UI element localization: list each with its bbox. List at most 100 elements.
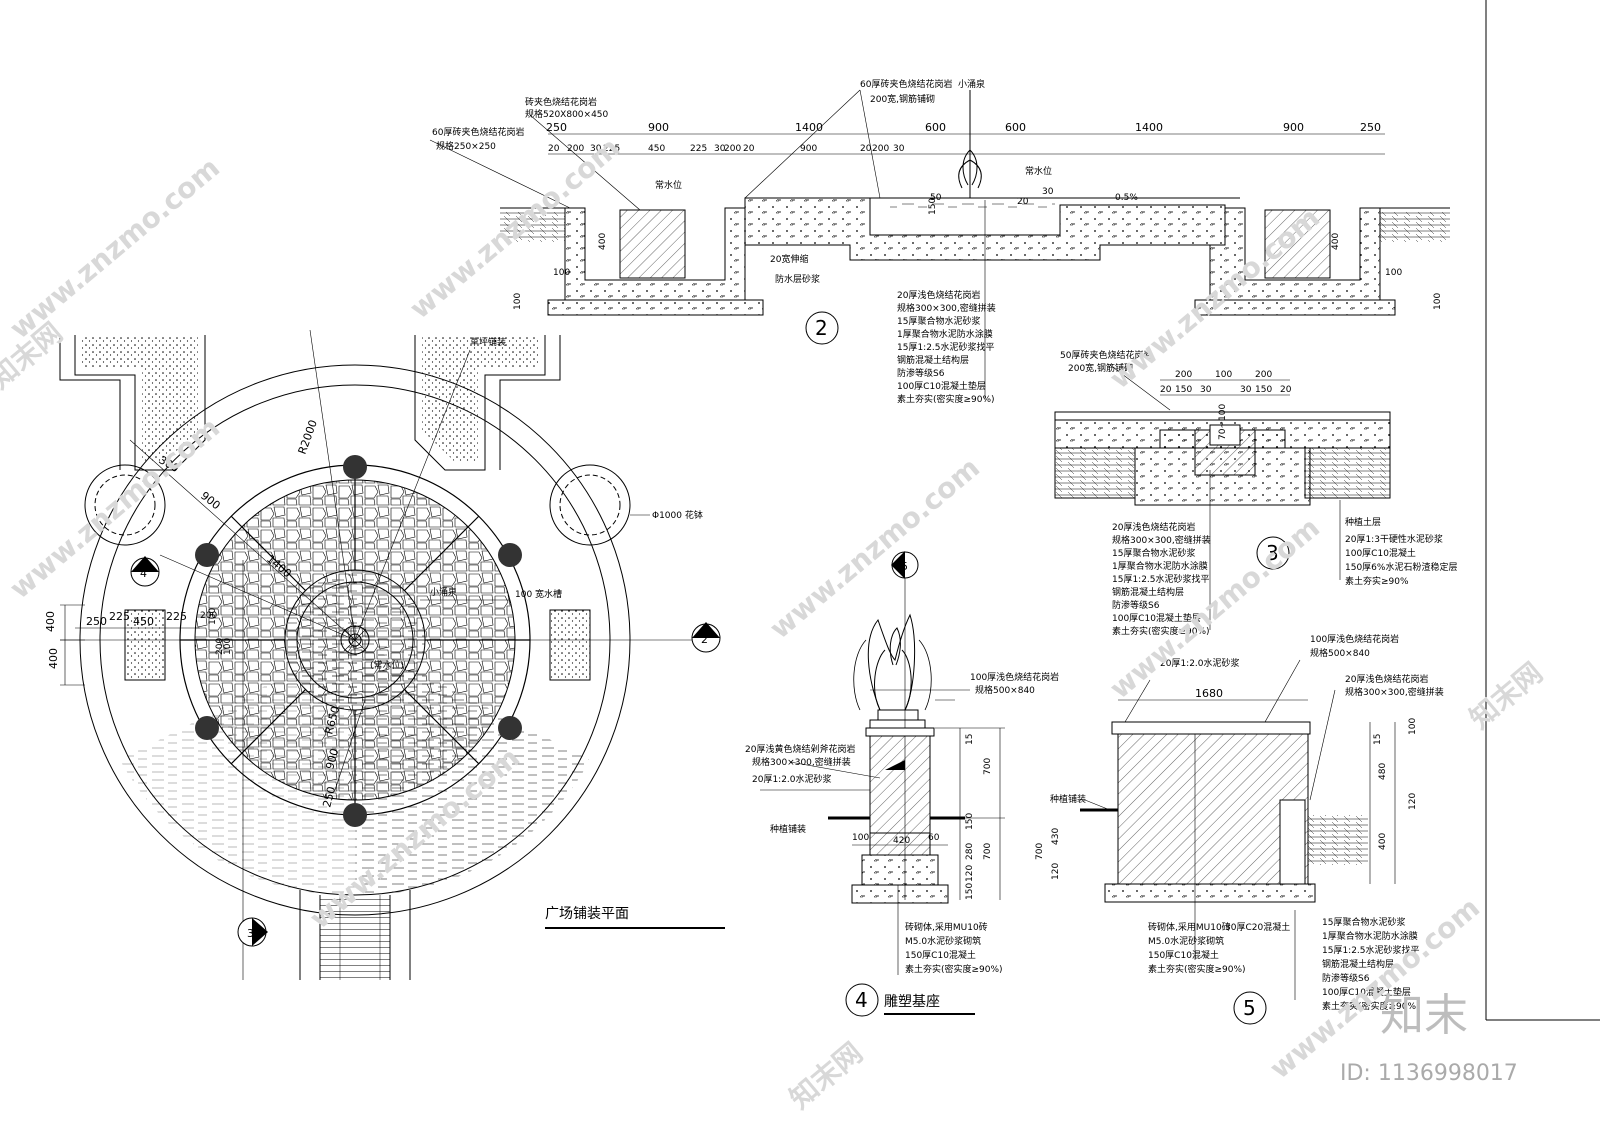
svg-text:30: 30 <box>1240 385 1252 395</box>
svg-text:600: 600 <box>1005 121 1026 134</box>
section-3: 50厚砖夹色烧结花岗岩 200宽,钢筋铺砌 200 100 200 20 150… <box>1054 349 1457 637</box>
svg-text:20: 20 <box>1017 197 1029 207</box>
svg-text:100厚浅色烧结花岗岩: 100厚浅色烧结花岗岩 <box>970 671 1059 683</box>
svg-text:600: 600 <box>925 121 946 134</box>
svg-text:(常水位): (常水位) <box>370 659 404 671</box>
svg-text:200: 200 <box>215 638 225 655</box>
svg-text:种植铺装: 种植铺装 <box>770 823 806 835</box>
section-4: 5 100厚浅色烧结花岗岩 规格500×840 20厚浅黄色烧结剁斧花岗岩 规格… <box>745 551 1061 1017</box>
svg-text:2: 2 <box>701 633 708 646</box>
svg-text:225: 225 <box>109 610 130 623</box>
section2-fountain-icon <box>958 90 982 198</box>
section-marker-3: 3 <box>237 917 268 947</box>
svg-text:20: 20 <box>1160 385 1172 395</box>
svg-text:钢筋混凝土结构层: 钢筋混凝土结构层 <box>897 354 969 366</box>
paving-plan: 4 2 3 400 400 250 225 450 225 200 100 20… <box>44 329 725 980</box>
svg-text:种植铺装: 种植铺装 <box>1050 793 1086 805</box>
svg-text:100: 100 <box>1215 370 1232 380</box>
svg-text:30厚C20混凝土: 30厚C20混凝土 <box>1225 921 1290 933</box>
svg-text:www.znzmo.com: www.znzmo.com <box>3 151 226 345</box>
svg-text:250: 250 <box>546 121 567 134</box>
svg-text:种植土层: 种植土层 <box>1345 516 1381 528</box>
svg-text:规格250×250: 规格250×250 <box>436 140 496 152</box>
section-marker-5: 5 <box>891 551 919 579</box>
svg-text:100 宽水槽: 100 宽水槽 <box>515 588 562 600</box>
svg-text:防渗等级S6: 防渗等级S6 <box>1322 972 1370 984</box>
svg-text:250: 250 <box>1360 121 1381 134</box>
svg-text:规格520X800×450: 规格520X800×450 <box>525 108 609 120</box>
section2-right-basin <box>1209 207 1381 301</box>
svg-text:900: 900 <box>323 747 341 771</box>
svg-text:30: 30 <box>590 144 602 154</box>
section2-sub-dims: 20 200 30 225 450 225 30 200 20 900 20 2… <box>548 144 905 154</box>
svg-text:150: 150 <box>965 883 975 900</box>
section2-top-dims: 250 900 1400 600 600 1400 900 250 <box>546 121 1381 134</box>
svg-text:100: 100 <box>223 638 233 655</box>
svg-text:400: 400 <box>1331 233 1341 250</box>
svg-text:150厚C10混凝土: 150厚C10混凝土 <box>1148 949 1219 961</box>
svg-text:150: 150 <box>1255 385 1272 395</box>
svg-text:30: 30 <box>1042 187 1054 197</box>
svg-text:400: 400 <box>44 611 57 632</box>
svg-text:700: 700 <box>983 758 993 775</box>
section-5: 1680 100厚浅色烧结花岗岩 规格500×840 20厚1:2.0水泥砂浆 … <box>1050 633 1444 1025</box>
svg-text:225: 225 <box>166 610 187 623</box>
svg-text:900: 900 <box>648 121 669 134</box>
svg-text:900: 900 <box>198 489 223 512</box>
svg-text:M5.0水泥砂浆砌筑: M5.0水泥砂浆砌筑 <box>905 935 981 947</box>
plan-title: 广场铺装平面 <box>545 906 629 922</box>
svg-text:20: 20 <box>548 144 560 154</box>
svg-text:1厚聚合物水泥防水涂膜: 1厚聚合物水泥防水涂膜 <box>1322 930 1418 942</box>
svg-text:250: 250 <box>86 615 107 628</box>
plan-planter-left <box>74 335 206 471</box>
svg-text:3: 3 <box>247 927 254 940</box>
svg-text:60厚砖夹色烧结花岗岩: 60厚砖夹色烧结花岗岩 <box>860 78 952 90</box>
svg-text:www.znzmo.com: www.znzmo.com <box>763 451 986 645</box>
svg-text:素土夯实(密实度≥90%): 素土夯实(密实度≥90%) <box>897 393 995 405</box>
svg-text:100: 100 <box>1408 718 1418 735</box>
svg-text:草坪铺装: 草坪铺装 <box>470 336 506 348</box>
svg-text:420: 420 <box>893 836 910 846</box>
svg-text:防水层砂浆: 防水层砂浆 <box>775 273 820 285</box>
svg-text:15厚聚合物水泥砂浆: 15厚聚合物水泥砂浆 <box>897 315 980 327</box>
section5-layers-right: 15厚聚合物水泥砂浆 1厚聚合物水泥防水涂膜 15厚1:2.5水泥砂浆找平 钢筋… <box>1322 916 1420 1012</box>
svg-text:100厚C10混凝土垫层: 100厚C10混凝土垫层 <box>1322 986 1411 998</box>
svg-text:规格500×840: 规格500×840 <box>975 684 1035 696</box>
section3-dims: 200 100 200 20 150 30 30 150 20 <box>1160 370 1292 395</box>
svg-text:规格300×300,密缝拼装: 规格300×300,密缝拼装 <box>752 756 851 768</box>
svg-text:规格300×300,密缝拼装: 规格300×300,密缝拼装 <box>1345 686 1444 698</box>
image-id: ID: 1136998017 <box>1340 1061 1518 1086</box>
section-marker-2: 2 <box>691 622 721 653</box>
svg-text:100: 100 <box>852 833 869 843</box>
svg-text:15厚1:2.5水泥砂浆找平: 15厚1:2.5水泥砂浆找平 <box>1112 573 1210 585</box>
svg-text:150: 150 <box>965 813 975 830</box>
svg-text:15厚聚合物水泥砂浆: 15厚聚合物水泥砂浆 <box>1112 547 1195 559</box>
svg-text:20厚1:2.0水泥砂浆: 20厚1:2.0水泥砂浆 <box>752 773 832 785</box>
svg-text:20: 20 <box>860 144 872 154</box>
svg-text:100厚浅色烧结花岗岩: 100厚浅色烧结花岗岩 <box>1310 633 1399 645</box>
svg-text:700: 700 <box>1035 843 1045 860</box>
svg-text:60: 60 <box>928 833 940 843</box>
svg-text:450: 450 <box>133 615 154 628</box>
svg-text:200: 200 <box>724 144 741 154</box>
brand-logo: 知末 <box>1380 990 1468 1041</box>
svg-text:100: 100 <box>1385 268 1402 278</box>
svg-text:100: 100 <box>208 608 218 625</box>
svg-text:20厚1:2.0水泥砂浆: 20厚1:2.0水泥砂浆 <box>1160 657 1240 669</box>
svg-text:100厚C10混凝土垫层: 100厚C10混凝土垫层 <box>1112 612 1201 624</box>
svg-text:200: 200 <box>1255 370 1272 380</box>
svg-text:钢筋混凝土结构层: 钢筋混凝土结构层 <box>1322 958 1394 970</box>
svg-text:15: 15 <box>965 734 975 745</box>
svg-text:20厚浅黄色烧结剁斧花岗岩: 20厚浅黄色烧结剁斧花岗岩 <box>745 743 855 755</box>
svg-text:30: 30 <box>893 144 905 154</box>
svg-text:100: 100 <box>513 293 523 310</box>
svg-text:防渗等级S6: 防渗等级S6 <box>897 367 945 379</box>
svg-text:20: 20 <box>1280 385 1292 395</box>
svg-text:200: 200 <box>872 144 889 154</box>
svg-text:50: 50 <box>930 193 942 203</box>
svg-text:30: 30 <box>1200 385 1212 395</box>
svg-text:0.5%: 0.5% <box>1115 193 1138 203</box>
svg-text:规格300×300,密缝拼装: 规格300×300,密缝拼装 <box>1112 534 1211 546</box>
svg-text:100: 100 <box>553 268 570 278</box>
